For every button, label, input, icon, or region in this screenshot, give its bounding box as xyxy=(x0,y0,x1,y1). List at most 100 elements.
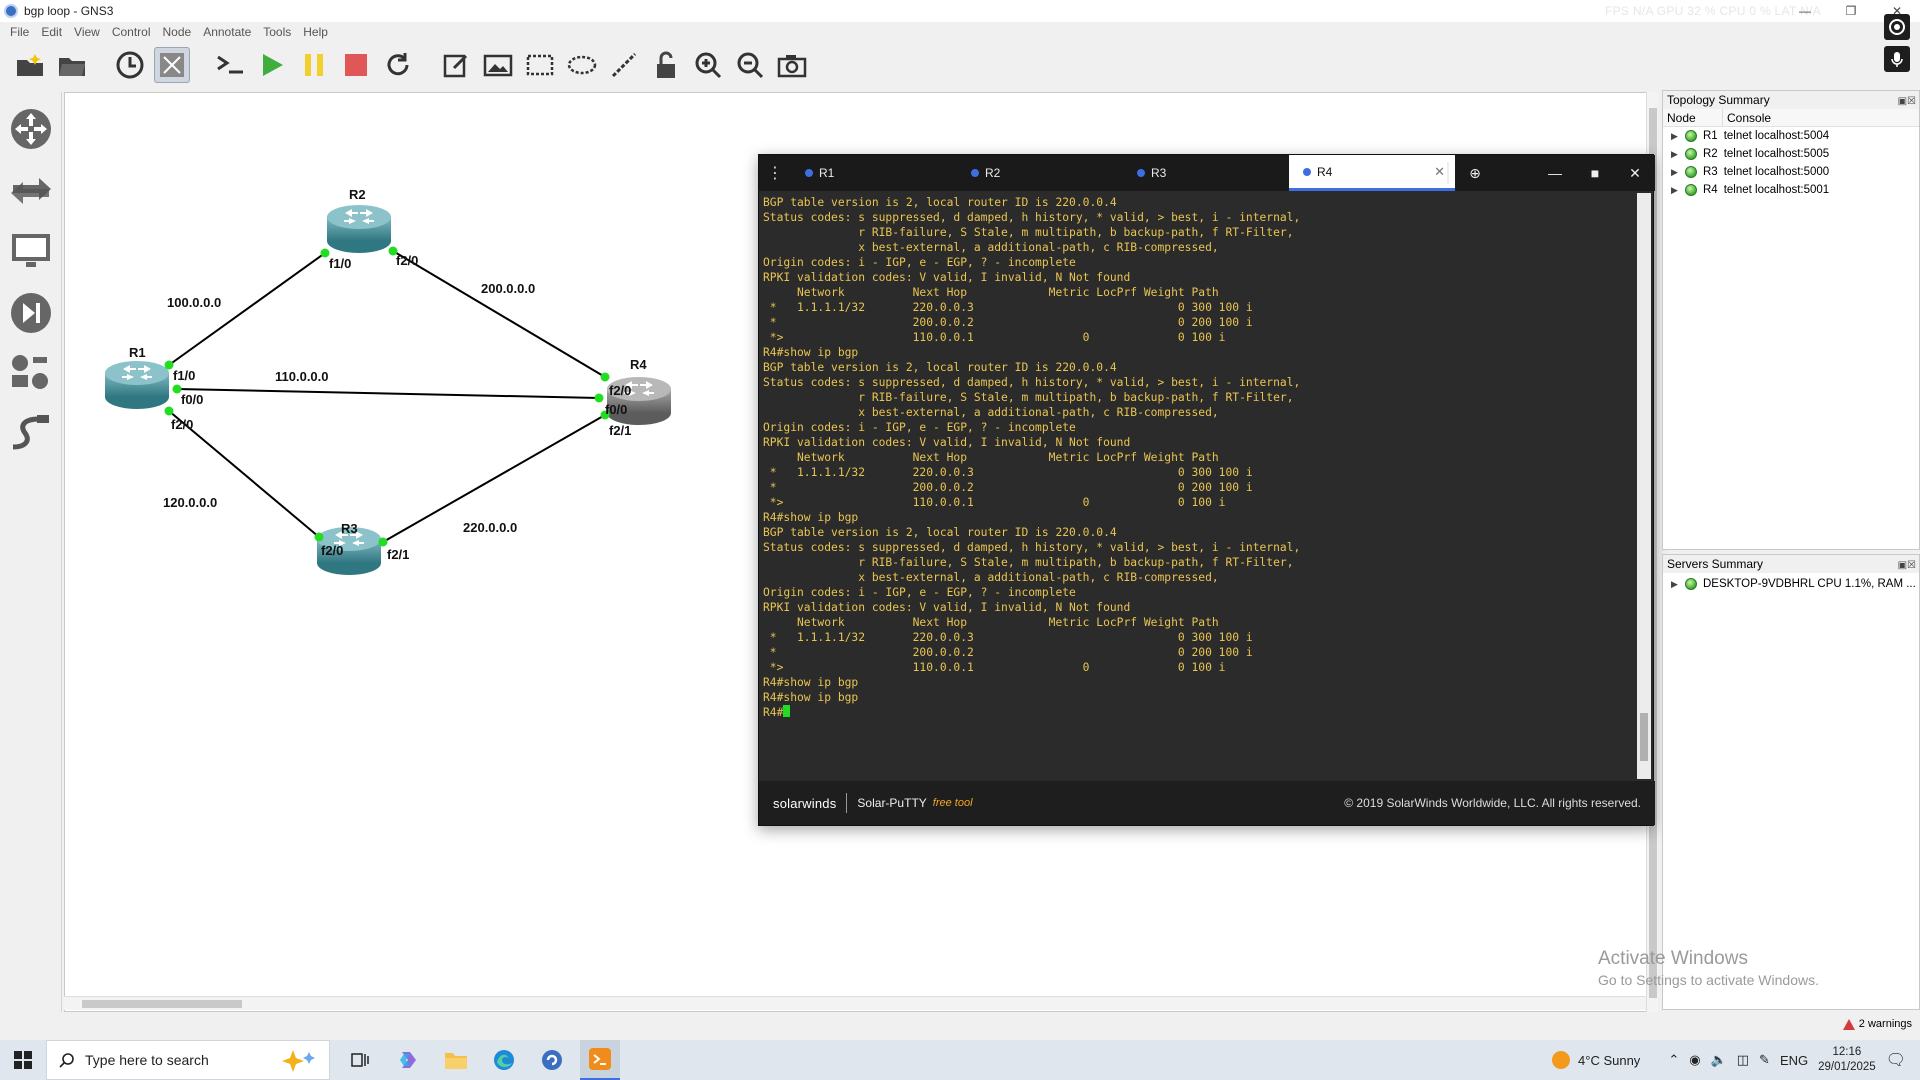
close-button[interactable]: ✕ xyxy=(1891,4,1903,18)
image-icon xyxy=(483,54,513,77)
network-icon[interactable]: ◫ xyxy=(1736,1052,1750,1067)
tab-r3[interactable]: R3 xyxy=(1123,155,1289,191)
terminal-close-button[interactable]: ✕ xyxy=(1629,164,1641,181)
router-r1[interactable] xyxy=(105,361,169,409)
menu-tools[interactable]: Tools xyxy=(263,25,292,39)
add-link-button[interactable] xyxy=(8,412,54,458)
terminal-menu-icon[interactable]: ⋮ xyxy=(767,165,783,182)
canvas-horizontal-scrollbar[interactable] xyxy=(64,996,1646,1010)
link-r2-r4[interactable] xyxy=(392,250,606,378)
start-all-button[interactable] xyxy=(254,47,290,83)
zoom-in-button[interactable] xyxy=(690,47,726,83)
all-devices-icon xyxy=(12,355,48,389)
tab-r4[interactable]: R4✕ xyxy=(1289,155,1455,191)
terminal-maximize-button[interactable]: ■ xyxy=(1590,165,1600,181)
taskbar-search-box[interactable]: Type here to search xyxy=(46,1040,330,1080)
router-r3[interactable] xyxy=(317,527,381,575)
minimize-button[interactable]: — xyxy=(1799,4,1811,18)
console-all-button[interactable] xyxy=(212,47,248,83)
tab-r1[interactable]: R1 xyxy=(791,155,957,191)
record-button[interactable] xyxy=(1884,14,1910,40)
open-project-button[interactable] xyxy=(54,47,90,83)
panel-float-close-icons[interactable]: ▣☒ xyxy=(1897,560,1916,571)
draw-line-button[interactable] xyxy=(606,47,642,83)
terminal-output[interactable]: BGP table version is 2, local router ID … xyxy=(763,195,1633,775)
volume-icon[interactable]: 🔈 xyxy=(1710,1052,1727,1067)
copyright-text: © 2019 SolarWinds Worldwide, LLC. All ri… xyxy=(1344,796,1641,810)
menu-annotate[interactable]: Annotate xyxy=(203,25,252,39)
warnings-indicator[interactable]: 2 warnings xyxy=(1842,1018,1912,1030)
edge-button[interactable] xyxy=(484,1040,524,1080)
show-hidden-icons[interactable]: ⌃ xyxy=(1668,1052,1680,1067)
file-explorer-button[interactable] xyxy=(436,1040,476,1080)
terminal-line: R4#show ip bgp xyxy=(763,346,859,359)
link-r1-r4[interactable] xyxy=(176,388,600,399)
warning-icon xyxy=(1842,1018,1855,1030)
tab-r2[interactable]: R2 xyxy=(957,155,1123,191)
pen-icon[interactable]: ✎ xyxy=(1759,1052,1770,1067)
device-dock xyxy=(0,92,62,1012)
terminal-minimize-button[interactable]: — xyxy=(1548,165,1562,181)
language-indicator[interactable]: ENG xyxy=(1779,1052,1809,1068)
show-interface-labels-button[interactable] xyxy=(154,47,190,83)
window-title: bgp loop - GNS3 xyxy=(24,4,114,18)
location-icon[interactable]: ◉ xyxy=(1689,1052,1701,1067)
insert-image-button[interactable] xyxy=(480,47,516,83)
restore-button[interactable]: ❐ xyxy=(1845,4,1857,18)
copilot-button[interactable] xyxy=(388,1040,428,1080)
panel-float-close-icons[interactable]: ▣☒ xyxy=(1897,96,1916,107)
gns3-taskbar-button[interactable] xyxy=(532,1040,572,1080)
stop-all-button[interactable] xyxy=(338,47,374,83)
router-r4[interactable] xyxy=(607,377,671,425)
link-r1-r3[interactable] xyxy=(168,410,320,538)
draw-rectangle-button[interactable] xyxy=(522,47,558,83)
expand-icon[interactable]: ▶ xyxy=(1671,578,1678,589)
close-tab-icon[interactable]: ✕ xyxy=(1434,163,1445,179)
menu-node[interactable]: Node xyxy=(162,25,192,39)
terminal-line: *> 110.0.0.1 0 0 100 i xyxy=(763,661,1226,674)
screenshot-button[interactable] xyxy=(774,47,810,83)
menu-view[interactable]: View xyxy=(74,25,100,39)
task-view-button[interactable] xyxy=(340,1040,380,1080)
link-r3-r4[interactable] xyxy=(382,414,606,543)
start-button[interactable] xyxy=(0,1040,46,1080)
microphone-button[interactable] xyxy=(1884,46,1910,72)
terminal-scrollbar[interactable] xyxy=(1637,193,1651,779)
solar-putty-taskbar-button[interactable] xyxy=(580,1040,620,1080)
reload-all-button[interactable] xyxy=(380,47,416,83)
draw-ellipse-button[interactable] xyxy=(564,47,600,83)
add-note-button[interactable] xyxy=(438,47,474,83)
menu-control[interactable]: Control xyxy=(111,25,151,39)
expand-icon[interactable]: ▶ xyxy=(1671,166,1678,177)
browse-all-devices-button[interactable] xyxy=(8,350,54,396)
terminal-line: * 1.1.1.1/32 220.0.0.3 0 300 100 i xyxy=(763,301,1253,314)
expand-icon[interactable]: ▶ xyxy=(1671,130,1678,141)
menu-edit[interactable]: Edit xyxy=(41,25,63,39)
browse-end-devices-button[interactable] xyxy=(8,228,54,274)
weather-widget[interactable]: 4°C Sunny xyxy=(1552,1051,1640,1069)
lock-items-button[interactable] xyxy=(648,47,684,83)
browse-security-devices-button[interactable] xyxy=(8,290,54,336)
browse-routers-button[interactable] xyxy=(8,106,54,152)
link-r1-r2[interactable] xyxy=(168,252,326,366)
browse-switches-button[interactable] xyxy=(8,168,54,214)
solar-putty-window[interactable]: ⋮ R1 R2 R3 R4✕ ⊕ — ■ ✕ BGP table version… xyxy=(758,154,1655,826)
expand-icon[interactable]: ▶ xyxy=(1671,148,1678,159)
notifications-icon[interactable]: 🗨 xyxy=(1885,1052,1906,1069)
new-project-button[interactable] xyxy=(12,47,48,83)
snapshot-button[interactable] xyxy=(112,47,148,83)
router-r2[interactable] xyxy=(327,205,391,253)
zoom-out-button[interactable] xyxy=(732,47,768,83)
server-row[interactable]: ▶DESKTOP-9VDBHRL CPU 1.1%, RAM ... xyxy=(1671,578,1916,590)
suspend-all-button[interactable] xyxy=(296,47,332,83)
edge-icon xyxy=(494,1050,514,1070)
menu-help[interactable]: Help xyxy=(303,25,328,39)
expand-icon[interactable]: ▶ xyxy=(1671,184,1678,195)
new-session-button[interactable]: ⊕ xyxy=(1469,164,1481,181)
menu-file[interactable]: File xyxy=(10,25,30,39)
